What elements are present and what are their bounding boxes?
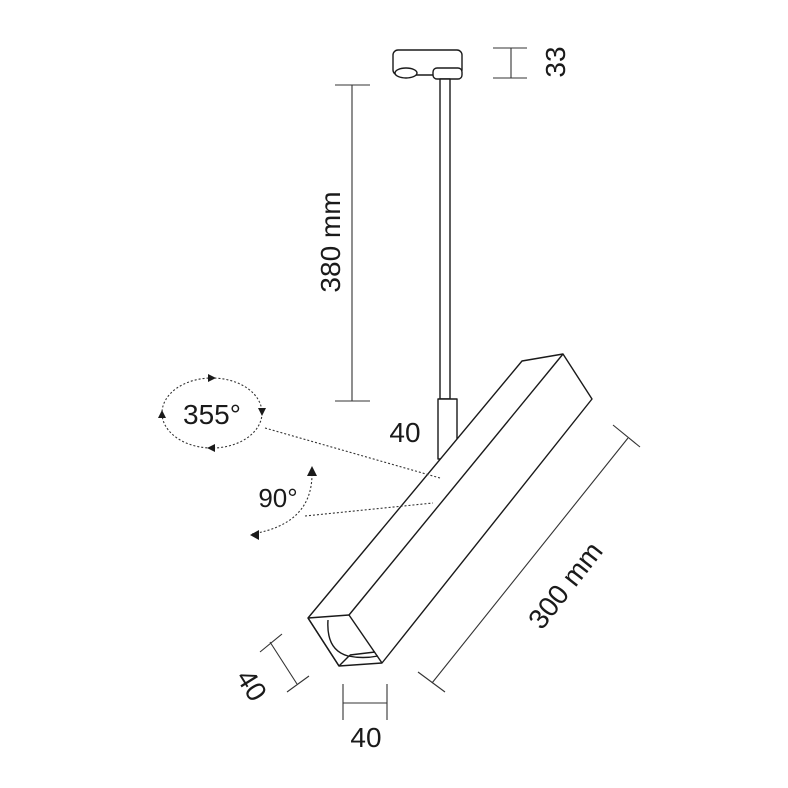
stem-length-label: 380 mm [315, 191, 346, 292]
luminaire-body [307, 353, 593, 667]
dimension-body-height [259, 633, 310, 693]
dimension-body-length [417, 424, 641, 693]
rotation-label: 355° [183, 399, 241, 430]
body-width-label: 40 [350, 722, 381, 753]
dimension-adapter-height [493, 47, 527, 79]
tilt-label: 90° [258, 483, 297, 513]
dimension-stem-length [335, 84, 370, 402]
dimension-body-width [342, 684, 388, 720]
track-adapter [392, 49, 463, 80]
body-height-label: 40 [230, 664, 273, 707]
stem [437, 78, 458, 468]
stem-diameter-label: 40 [389, 417, 420, 448]
adapter-height-label: 33 [540, 46, 571, 77]
rotation-arrows [158, 374, 317, 540]
body-length-label: 300 mm [522, 536, 609, 635]
